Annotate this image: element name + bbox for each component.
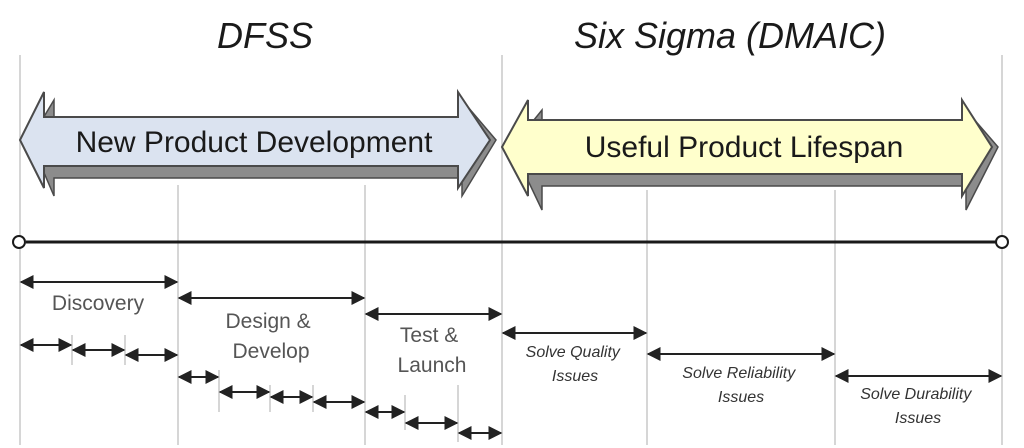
sub-step-arrows [19, 338, 503, 440]
solve-reliability-label: Solve Reliability Issues [682, 365, 799, 406]
new-product-development-arrow: New Product Development [18, 88, 497, 199]
solve-durability-line-1: Solve Durability [860, 386, 972, 403]
divider-lines [19, 55, 1003, 445]
design-develop-line-1: Design & [225, 310, 310, 333]
new-product-development-label: New Product Development [76, 126, 434, 159]
test-launch-line-1: Test & [400, 324, 458, 347]
useful-product-lifespan-label: Useful Product Lifespan [585, 131, 904, 164]
discovery-label: Discovery [52, 292, 145, 315]
arrow-face [18, 88, 492, 192]
six-sigma-title: Six Sigma (DMAIC) [574, 15, 886, 56]
stage-arrows [19, 275, 1003, 383]
design-develop-line-2: Develop [232, 340, 309, 363]
timeline-start-node [12, 235, 26, 249]
solve-quality-line-1: Solve Quality [526, 344, 621, 361]
test-launch-line-2: Launch [398, 354, 467, 377]
solve-quality-line-2: Issues [552, 368, 598, 385]
design-develop-label: Design & Develop [225, 310, 316, 363]
dfss-title: DFSS [217, 15, 313, 56]
solve-durability-label: Solve Durability Issues [860, 386, 976, 427]
timeline [12, 235, 1009, 249]
solve-quality-label: Solve Quality Issues [526, 344, 625, 385]
solve-reliability-line-1: Solve Reliability [682, 365, 796, 382]
timeline-end-node [995, 235, 1009, 249]
useful-product-lifespan-arrow: Useful Product Lifespan [500, 96, 999, 211]
solve-durability-line-2: Issues [895, 410, 941, 427]
solve-reliability-line-2: Issues [718, 389, 764, 406]
test-launch-label: Test & Launch [398, 324, 467, 377]
arrow-face [500, 96, 994, 200]
